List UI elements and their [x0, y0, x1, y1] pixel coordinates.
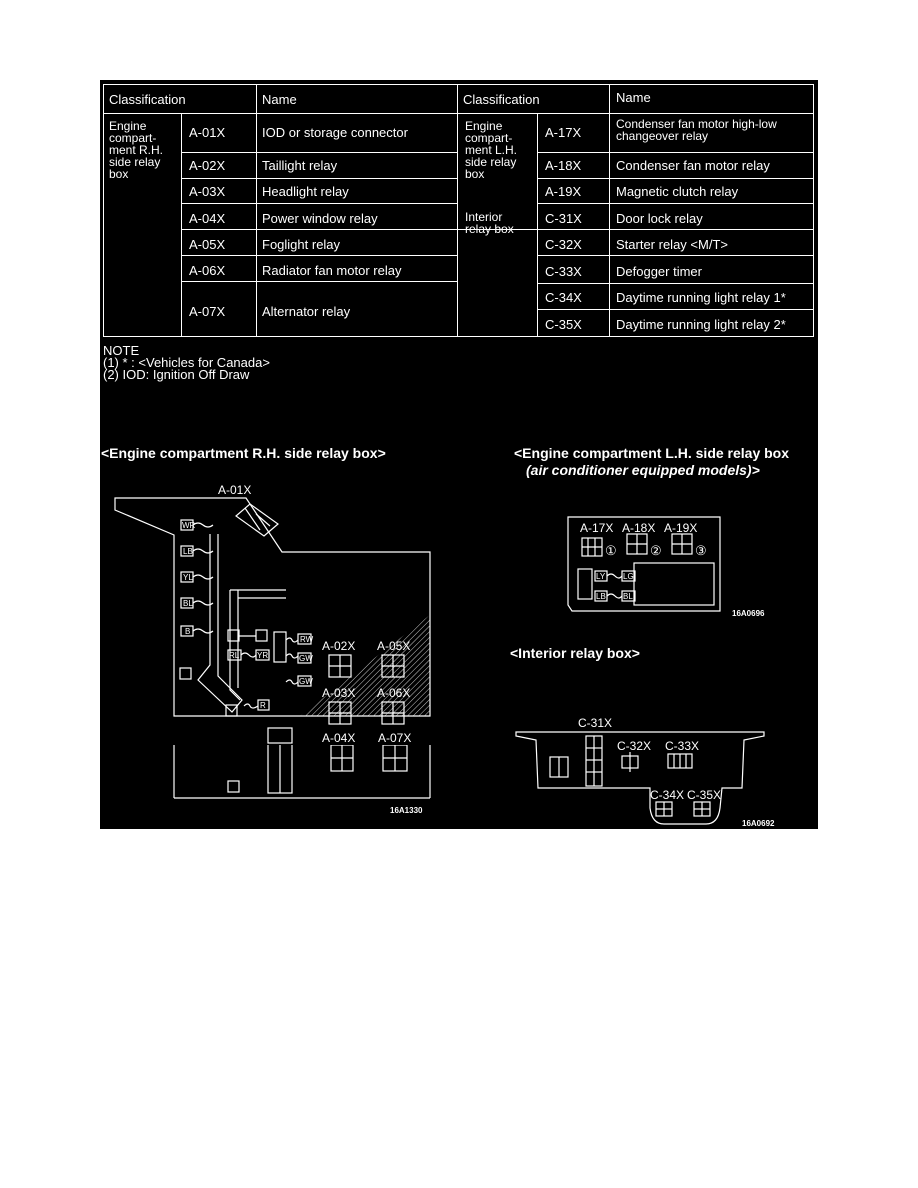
- relay-label-c35x: C-35X: [687, 788, 721, 802]
- note-line: (1) * : <Vehicles for Canada>: [103, 355, 270, 370]
- row-code: C-34X: [545, 290, 582, 305]
- note-line: (2) IOD: Ignition Off Draw: [103, 367, 250, 382]
- interior-diagram-title: <Interior relay box>: [510, 645, 640, 661]
- relay-label-a17x: A-17X: [580, 521, 613, 535]
- relay-table: Classification Name Classification Name …: [103, 84, 814, 337]
- wire-label-gw: GW: [299, 654, 313, 663]
- rh-relay-box-diagram: WR LB YL BL B RW RL YR GW GW R A-01X A-0…: [114, 483, 431, 745]
- row-name: Power window relay: [262, 211, 378, 226]
- relay-label-a07x: A-07X: [378, 731, 411, 745]
- wire-label-bl: BL: [623, 592, 633, 601]
- wire-label-rw: RW: [300, 635, 314, 644]
- row-name: Radiator fan motor relay: [262, 263, 402, 278]
- row-name: IOD or storage connector: [262, 125, 408, 140]
- relay-label-a04x: A-04X: [322, 731, 355, 745]
- interior-relay-box-diagram: C-31X C-32X C-33X C-34X C-35X 16A0692: [515, 716, 775, 828]
- group-interior-label: Interior relay box: [465, 210, 514, 236]
- row-code: A-07X: [189, 304, 226, 319]
- interior-figure-id: 16A0692: [742, 819, 775, 828]
- rh-diagram-title: <Engine compartment R.H. side relay box>: [101, 445, 386, 461]
- lh-diagram-subtitle: (air conditioner equipped models)>: [526, 462, 760, 478]
- row-code: A-19X: [545, 184, 582, 199]
- row-code: A-03X: [189, 184, 226, 199]
- row-name: Headlight relay: [262, 184, 349, 199]
- group-rh-label: Engine compart-ment R.H. side relay box: [109, 119, 164, 181]
- relay-label-a18x: A-18X: [622, 521, 655, 535]
- row-name: Door lock relay: [616, 211, 703, 226]
- row-code: A-06X: [189, 263, 226, 278]
- row-name: Defogger timer: [616, 264, 702, 279]
- note-block: NOTE (1) * : <Vehicles for Canada> (2) I…: [103, 343, 270, 382]
- interior-box-outline: [515, 731, 765, 825]
- header-name-left: Name: [262, 92, 297, 107]
- wire-label-b: B: [185, 627, 190, 636]
- wire-label-bl: BL: [183, 599, 193, 608]
- diagram-panel: Classification Name Classification Name …: [100, 80, 818, 829]
- wire-label-lb: LB: [596, 592, 606, 601]
- lh-box-outline: [567, 516, 721, 612]
- row-code: C-33X: [545, 264, 582, 279]
- wire-label-lg: LG: [623, 572, 634, 581]
- row-code: A-05X: [189, 237, 226, 252]
- row-name: Condenser fan motor relay: [616, 158, 770, 173]
- wire-label-gw: GW: [299, 677, 313, 686]
- lh-diagram-title: <Engine compartment L.H. side relay box: [514, 445, 790, 461]
- row-code: A-17X: [545, 125, 582, 140]
- lh-relay-box-diagram: A-17X A-18X A-19X ① ② ③ LY LG LB BL 16A0…: [567, 516, 765, 618]
- relay-label-c32x: C-32X: [617, 739, 651, 753]
- lh-figure-id: 16A0696: [732, 609, 765, 618]
- relay-label-c31x: C-31X: [578, 716, 612, 730]
- wire-label-lb: LB: [183, 547, 193, 556]
- row-name: Daytime running light relay 2*: [616, 317, 786, 332]
- relay-label-a01x: A-01X: [218, 483, 251, 497]
- row-code: C-35X: [545, 317, 582, 332]
- wire-label-rl: RL: [229, 651, 240, 660]
- circled-number-2: ②: [650, 543, 662, 558]
- row-code: A-01X: [189, 125, 226, 140]
- row-name: Starter relay <M/T>: [616, 237, 728, 252]
- rh-figure-id: 16A1330: [390, 806, 423, 815]
- relay-label-a02x: A-02X: [322, 639, 355, 653]
- row-code: C-32X: [545, 237, 582, 252]
- relay-label-a03x: A-03X: [322, 686, 355, 700]
- group-lh-label: Engine compart-ment L.H. side relay box: [465, 119, 518, 181]
- note-title: NOTE: [103, 343, 140, 358]
- row-name: Foglight relay: [262, 237, 341, 252]
- relay-label-c34x: C-34X: [650, 788, 684, 802]
- row-code: C-31X: [545, 211, 582, 226]
- rh-relay-box-lower: 16A1330: [173, 745, 431, 815]
- circled-number-1: ①: [605, 543, 617, 558]
- row-name: Magnetic clutch relay: [616, 184, 739, 199]
- row-code: A-02X: [189, 158, 226, 173]
- wire-label-yl: YL: [183, 573, 193, 582]
- relay-label-c33x: C-33X: [665, 739, 699, 753]
- row-name: Daytime running light relay 1*: [616, 290, 786, 305]
- wire-label-wr: WR: [182, 521, 196, 530]
- relay-label-a05x: A-05X: [377, 639, 410, 653]
- wire-label-ly: LY: [596, 572, 606, 581]
- wire-label-r: R: [260, 701, 266, 710]
- header-name-right: Name: [616, 90, 651, 105]
- row-code: A-04X: [189, 211, 226, 226]
- row-code: A-18X: [545, 158, 582, 173]
- header-classification-right: Classification: [463, 92, 540, 107]
- row-name: Alternator relay: [262, 304, 351, 319]
- circled-number-3: ③: [695, 543, 707, 558]
- row-name: Condenser fan motor high-low changeover …: [616, 117, 777, 143]
- relay-label-a19x: A-19X: [664, 521, 697, 535]
- row-name: Taillight relay: [262, 158, 338, 173]
- relay-label-a06x: A-06X: [377, 686, 410, 700]
- header-classification-left: Classification: [109, 92, 186, 107]
- wire-label-yr: YR: [257, 651, 268, 660]
